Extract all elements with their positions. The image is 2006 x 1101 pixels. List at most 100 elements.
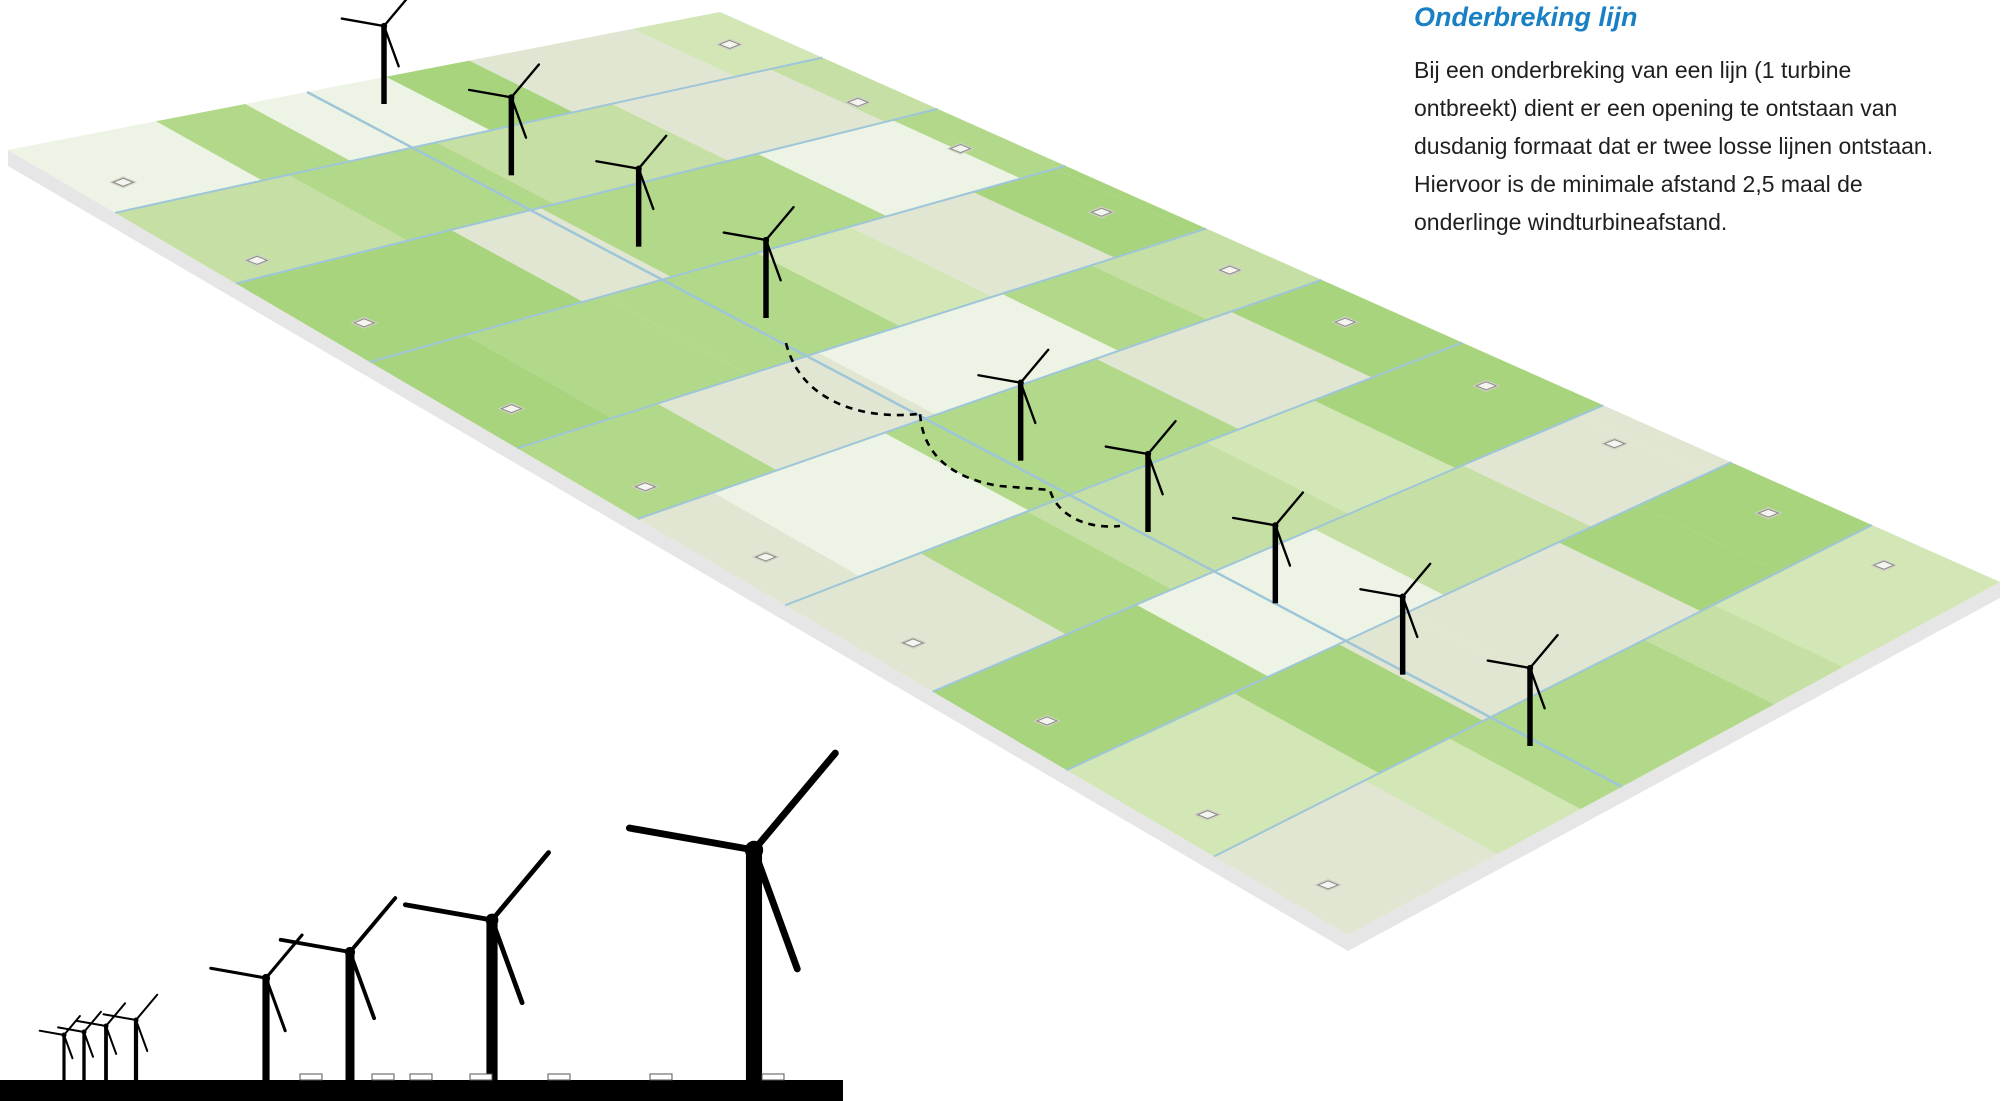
field-parcel: [1091, 228, 1322, 320]
caption-line-5: onderlinge windturbineafstand.: [1414, 209, 1728, 235]
farm-building: [1600, 437, 1629, 450]
field-parcel: [517, 403, 777, 519]
field-parcel: [1001, 265, 1208, 351]
field-parcel: [1448, 639, 1775, 810]
field-parcel: [1364, 738, 1581, 855]
field-parcel: [1027, 442, 1349, 590]
ditch-line: [784, 341, 1463, 607]
field-parcel: [1338, 612, 1551, 721]
ditch-line: [637, 278, 1322, 520]
farm-building: [631, 480, 660, 493]
farm-building: [497, 402, 526, 415]
farm-building: [1331, 316, 1360, 329]
field-parcel: [1637, 462, 1872, 572]
gap-dashed-line: [784, 342, 1121, 528]
field-parcel: [245, 76, 491, 162]
field-parcel: [603, 253, 901, 375]
ditch-line: [1213, 524, 1873, 858]
field-parcel: [451, 207, 672, 302]
farm-building: [1215, 264, 1244, 277]
field-parcel: [973, 168, 1196, 258]
ditch-line: [235, 107, 938, 285]
field-parcel: [1136, 528, 1445, 677]
field-parcel: [1096, 311, 1373, 430]
turbine: [977, 348, 1050, 461]
field-parcel: [637, 492, 860, 606]
ditch-lines: [114, 56, 1873, 858]
field-parcel: [115, 174, 408, 284]
farm-building: [1032, 714, 1061, 727]
turbine: [1104, 419, 1177, 532]
field-parcel: [757, 120, 1021, 217]
farm-building: [1314, 878, 1343, 891]
field-parcel: [1558, 505, 1780, 612]
skyline-farm: [761, 1073, 785, 1081]
field-parcel: [892, 108, 1066, 179]
field-parcel: [785, 553, 1067, 692]
farm-building: [899, 636, 928, 649]
farm-building: [715, 38, 744, 51]
skyline-turbine: [209, 933, 304, 1080]
field-parcel: [920, 511, 1173, 635]
farm-building: [751, 551, 780, 564]
field-parcel: [1054, 165, 1207, 232]
farm-building: [1193, 808, 1222, 821]
field-parcel: [1713, 525, 2000, 667]
turbine: [340, 0, 408, 104]
farm-building: [946, 142, 975, 155]
ground-strip: [0, 1080, 843, 1101]
farm-building: [1087, 206, 1116, 219]
turbine: [722, 205, 795, 318]
skyline-farm: [547, 1073, 571, 1081]
turbine: [1231, 491, 1305, 604]
field-parcel: [1066, 692, 1380, 857]
ditch-line: [369, 164, 1066, 363]
field-parcel: [817, 293, 1119, 415]
field-parcel: [1462, 416, 1706, 527]
turbine: [595, 134, 668, 247]
skyline-farm: [299, 1073, 323, 1081]
caption-line-2: ontbreekt) dient er een opening te ontst…: [1414, 95, 1898, 121]
field-parcel: [1406, 542, 1701, 688]
ditch-line: [114, 56, 823, 214]
field-parcel: [235, 229, 584, 362]
field-parcel: [385, 60, 574, 131]
skyline-profile: [0, 749, 843, 1101]
skyline-turbine: [102, 993, 159, 1080]
farm-building: [1869, 559, 1898, 572]
field-parcel: [156, 104, 351, 181]
skyline-turbine: [402, 850, 551, 1080]
field-parcel: [465, 296, 749, 419]
skyline-farm: [469, 1073, 493, 1081]
field-parcel: [1313, 342, 1604, 469]
ditch-line: [1066, 461, 1732, 772]
field-parcel: [1313, 465, 1592, 596]
skyline-turbine: [38, 1015, 81, 1080]
skyline-turbine: [57, 1010, 102, 1080]
field-parcel: [1577, 405, 1732, 475]
field-parcel: [288, 142, 555, 241]
caption-panel: Onderbreking lijn Bij een onderbreking v…: [1414, 2, 2006, 241]
turbine: [1359, 562, 1432, 675]
farm-building: [350, 316, 379, 329]
farm-building: [243, 254, 272, 267]
farm-buildings: [109, 38, 1898, 891]
ditch-line: [516, 227, 1207, 450]
turbine: [467, 63, 541, 176]
skyline-farm: [371, 1073, 395, 1081]
caption-line-4: Hiervoor is de minimale afstand 2,5 maal…: [1414, 171, 1863, 197]
farm-building: [1472, 379, 1501, 392]
skyline-farm: [649, 1073, 673, 1081]
field-parcel: [8, 121, 263, 213]
field-parcel: [1233, 644, 1484, 774]
field-parcel: [539, 153, 888, 277]
skyline-farm: [409, 1073, 433, 1081]
field-parcel: [1644, 604, 1844, 705]
field-parcel: [369, 335, 612, 449]
field-parcel: [769, 57, 938, 122]
farm-building: [843, 96, 872, 109]
ditch-line: [932, 404, 1604, 693]
caption-line-1: Bij een onderbreking van een lijn (1 tur…: [1414, 57, 1852, 83]
caption-line-3: dusdanig formaat dat er twee losse lijne…: [1414, 133, 1934, 159]
